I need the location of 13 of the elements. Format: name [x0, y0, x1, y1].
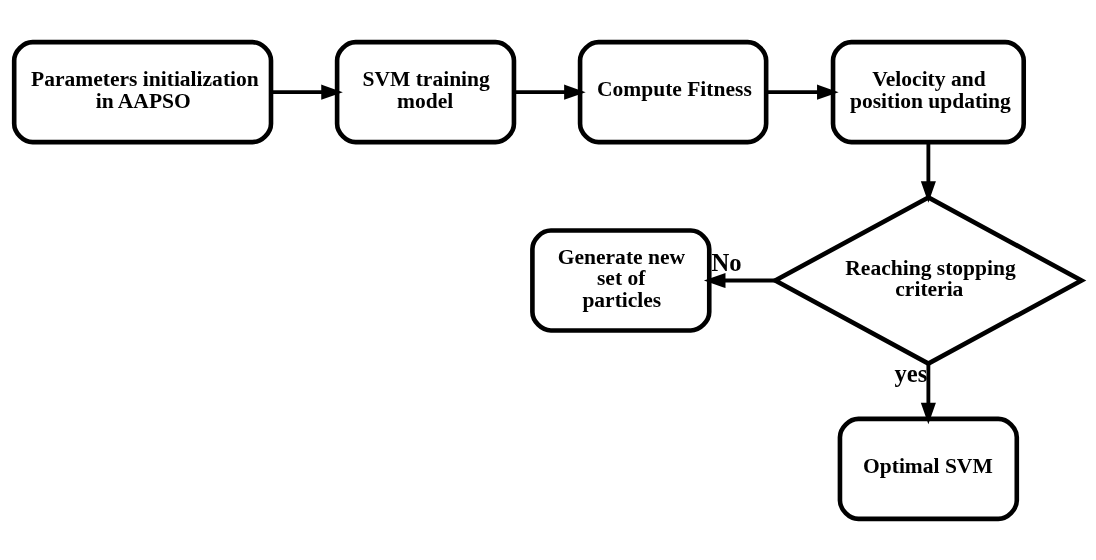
node-box: Parameters initialization in AAPSO: [11, 39, 274, 144]
node-box: Optimal SVM: [837, 416, 1020, 521]
node-box: Generate new set of particles: [530, 227, 712, 333]
arrow: [766, 84, 839, 100]
node-box: SVM training model: [334, 39, 517, 144]
arrow: [920, 363, 936, 424]
arrow: [703, 272, 776, 288]
edge-label: No: [711, 248, 742, 276]
arrow: [920, 141, 936, 203]
arrow: [271, 84, 343, 100]
arrow: [514, 84, 586, 100]
node-box: Velocity and position updating: [830, 39, 1026, 144]
node-box: Compute Fitness: [577, 39, 769, 144]
